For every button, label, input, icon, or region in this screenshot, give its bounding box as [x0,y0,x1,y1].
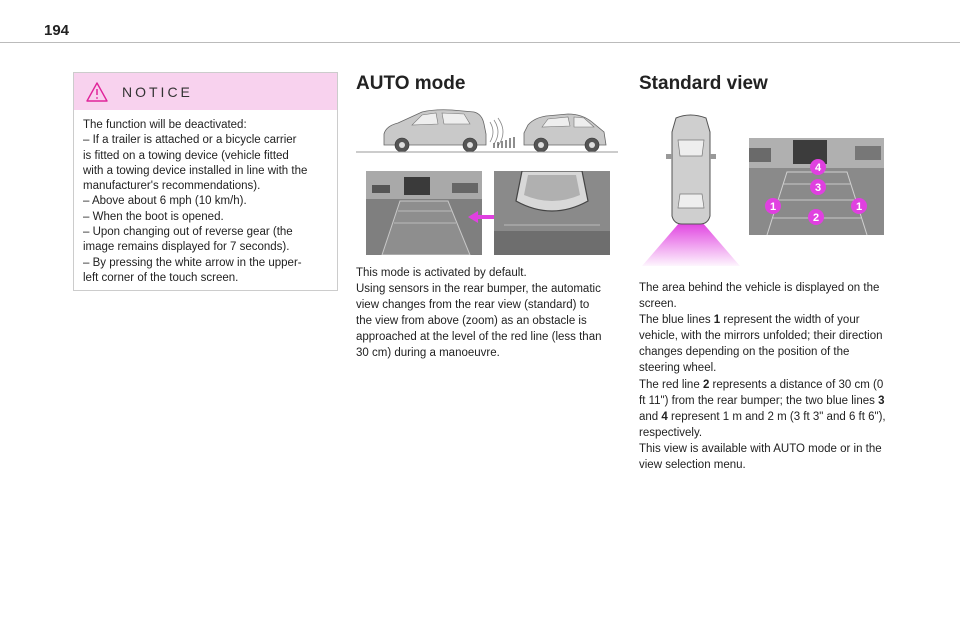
auto-mode-line: the view from above (zoom) as an obstacl… [356,315,587,328]
page-number: 194 [44,22,70,39]
callout-number: 3 [878,394,885,407]
standard-view-line: screen. [639,296,904,312]
marker-1-label: 1 [856,201,862,213]
marker-1-label: 1 [770,201,776,213]
auto-mode-line: approached at the level of the red line … [356,331,602,344]
notice-line: – By pressing the white arrow in the upp… [83,256,302,269]
view-switch-arrow [468,211,512,223]
standard-view-line: view selection menu. [639,457,904,473]
notice-line: image remains displayed for 7 seconds). [83,241,290,254]
callout-number: 1 [713,314,721,327]
standard-view-line: This view is available with AUTO mode or… [639,441,904,457]
text-run: ft 11") from the rear bumper; the two bl… [639,394,879,407]
standard-view-line: The blue lines 1 represent the width of … [639,312,904,328]
notice-line: – Above about 6 mph (10 km/h). [83,195,247,208]
text-run: and [639,410,662,423]
marker-2: 2 [808,209,824,225]
auto-mode-description: This mode is activated by default. Using… [356,265,621,362]
marker-1-right: 1 [851,198,867,214]
callout-number: 2 [702,378,710,391]
notice-box: NOTICE The function will be deactivated:… [73,72,338,291]
auto-mode-line: 30 cm) during a manoeuvre. [356,347,500,360]
standard-view-line: changes depending on the position of the [639,344,904,360]
warning-icon [86,81,108,102]
car-top-view-illustration [642,114,740,266]
auto-mode-line: Using sensors in the rear bumper, the au… [356,283,601,296]
header-divider [0,42,960,43]
notice-line: manufacturer's recommendations). [83,180,261,193]
text-run: The blue lines [639,314,714,327]
text-run: respectively. [639,426,703,439]
text-run: represents a distance of 30 cm (0 [709,378,884,391]
auto-mode-line: view changes from the rear view (standar… [356,299,590,312]
text-run: steering wheel. [639,362,717,375]
notice-line: The function will be deactivated: [83,119,247,131]
marker-4: 4 [810,159,826,175]
notice-line: with a towing device installed in line w… [83,164,308,177]
standard-view-line: and 4 represent 1 m and 2 m (3 ft 3" and… [639,409,904,425]
notice-line: – Upon changing out of reverse gear (the [83,226,293,239]
text-run: view selection menu. [639,459,746,472]
notice-line: – If a trailer is attached or a bicycle … [83,134,297,147]
auto-mode-title: AUTO mode [356,73,466,94]
standard-view-line: The area behind the vehicle is displayed… [639,280,904,296]
standard-view-description: The area behind the vehicle is displayed… [639,280,904,473]
marker-3: 3 [810,179,826,195]
standard-view-screen-image: 4 3 1 2 1 [749,138,884,235]
marker-1-left: 1 [765,198,781,214]
marker-4-label: 4 [815,162,822,174]
marker-2-label: 2 [813,212,819,224]
text-run: changes depending on the position of the [639,346,850,359]
marker-3-label: 3 [815,182,821,194]
notice-header: NOTICE [74,73,337,110]
standard-view-line: respectively. [639,425,904,441]
text-run: screen. [639,298,677,311]
standard-view-line: The red line 2 represents a distance of … [639,377,904,393]
notice-title: NOTICE [122,83,193,100]
top-zoom-view-image [494,171,610,255]
auto-mode-line: This mode is activated by default. [356,267,527,279]
rear-camera-view-image [366,171,482,255]
text-run: The area behind the vehicle is displayed… [639,282,880,294]
text-run: represent the width of your [720,314,860,327]
auto-mode-cars-illustration [356,104,618,154]
text-run: This view is available with AUTO mode or… [639,442,882,455]
notice-line: is fitted on a towing device (vehicle fi… [83,149,289,162]
standard-view-line: vehicle, with the mirrors unfolded; thei… [639,328,904,344]
notice-line: – When the boot is opened. [83,210,224,223]
standard-view-line: steering wheel. [639,360,904,376]
notice-line: left corner of the touch screen. [83,271,239,284]
notice-body: The function will be deactivated: – If a… [74,110,337,286]
text-run: vehicle, with the mirrors unfolded; thei… [639,330,883,343]
standard-view-line: ft 11") from the rear bumper; the two bl… [639,393,904,409]
text-run: The red line [639,378,703,391]
text-run: represent 1 m and 2 m (3 ft 3" and 6 ft … [667,410,886,423]
standard-view-title: Standard view [639,73,768,94]
callout-number: 4 [661,410,668,423]
